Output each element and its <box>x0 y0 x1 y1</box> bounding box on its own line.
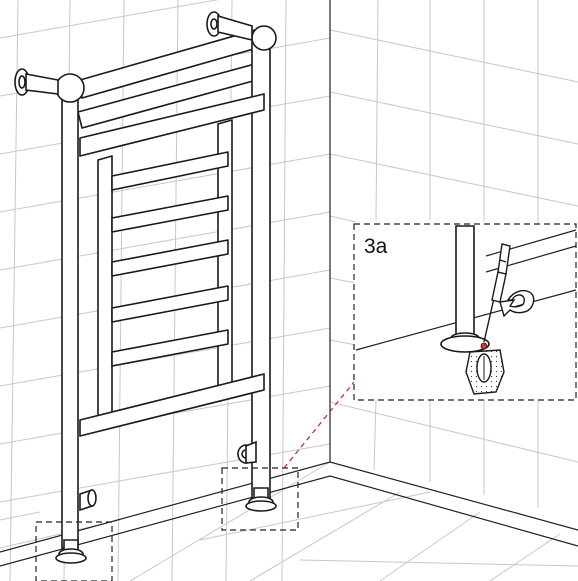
pipe-stubs <box>79 440 257 512</box>
floor-valve-left <box>55 539 87 564</box>
detail-label: 3a <box>364 235 388 258</box>
detail-leader-line <box>283 381 355 469</box>
wall-bracket-left <box>14 68 59 96</box>
floor-valve-right <box>245 487 277 512</box>
rotate-arrow-icon <box>499 289 535 318</box>
detail-inset <box>353 223 577 401</box>
wall-bracket-right <box>206 11 253 42</box>
wall-plug <box>465 342 505 395</box>
towel-radiator <box>55 25 277 549</box>
screwdriver-icon <box>483 243 511 343</box>
callout-frames <box>35 467 299 581</box>
